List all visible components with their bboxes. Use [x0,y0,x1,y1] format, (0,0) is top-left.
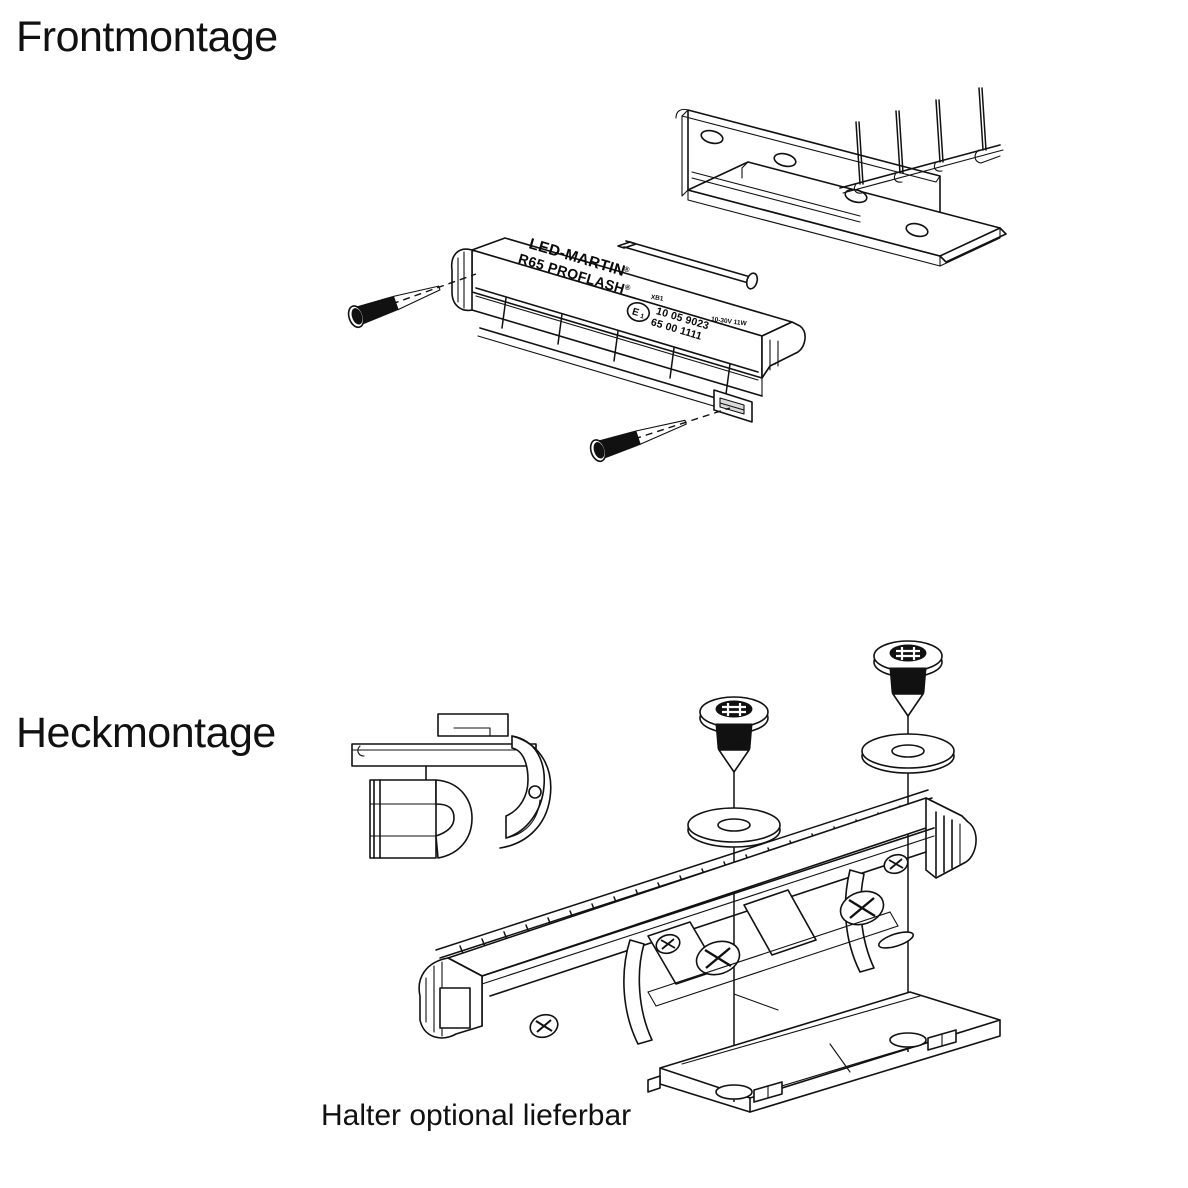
lens-segment-divider [501,297,731,395]
light-bar: LED-MARTIN ® R65 PROFLASH ® E 1 XB1 10 0… [450,236,806,423]
light-bar-rear-view [418,789,977,1045]
rear-screw-1 [699,696,769,773]
rear-screw-2 [873,640,943,717]
wire-prongs [839,87,1004,194]
base-plate-hole [715,1081,783,1103]
washer-right [861,733,955,774]
bracket-hole [700,129,797,168]
base-plate [647,991,1001,1113]
label-approval-number: 1 [639,313,645,321]
label-model-registered-mark: ® [624,282,632,292]
cross-screw [695,940,741,976]
front-screw-2 [589,407,731,463]
rear-assembly-figure [330,640,1050,1140]
front-screw-1 [347,273,477,329]
e-mark-icon: E 1 [626,302,651,322]
cross-screw [839,890,885,926]
front-assembly-figure: LED-MARTIN ® R65 PROFLASH ® E 1 XB1 10 0… [300,60,1020,480]
l-bracket [675,108,1007,267]
cross-screw [529,1013,559,1039]
curved-mount-foot-left [623,939,653,1045]
bracket-hole [844,188,929,238]
cross-screw [883,853,909,875]
bracket-cross-bolt [617,240,759,290]
label-approval-suffix: XB1 [650,294,664,303]
washer-left [687,807,781,848]
label-approval-mark: E [631,306,641,319]
label-registered-mark: ® [623,264,631,274]
label-rating: 10-30V 11W [711,316,748,328]
optional-holder [351,713,552,859]
end-cap-mount-detail [713,389,753,423]
cross-screw [655,933,681,955]
optional-holder-caption: Halter optional lieferbar [321,1099,632,1132]
section-heading-front: Frontmontage [16,13,278,61]
section-heading-rear: Heckmontage [16,709,276,757]
base-plate-hole [889,1029,957,1051]
